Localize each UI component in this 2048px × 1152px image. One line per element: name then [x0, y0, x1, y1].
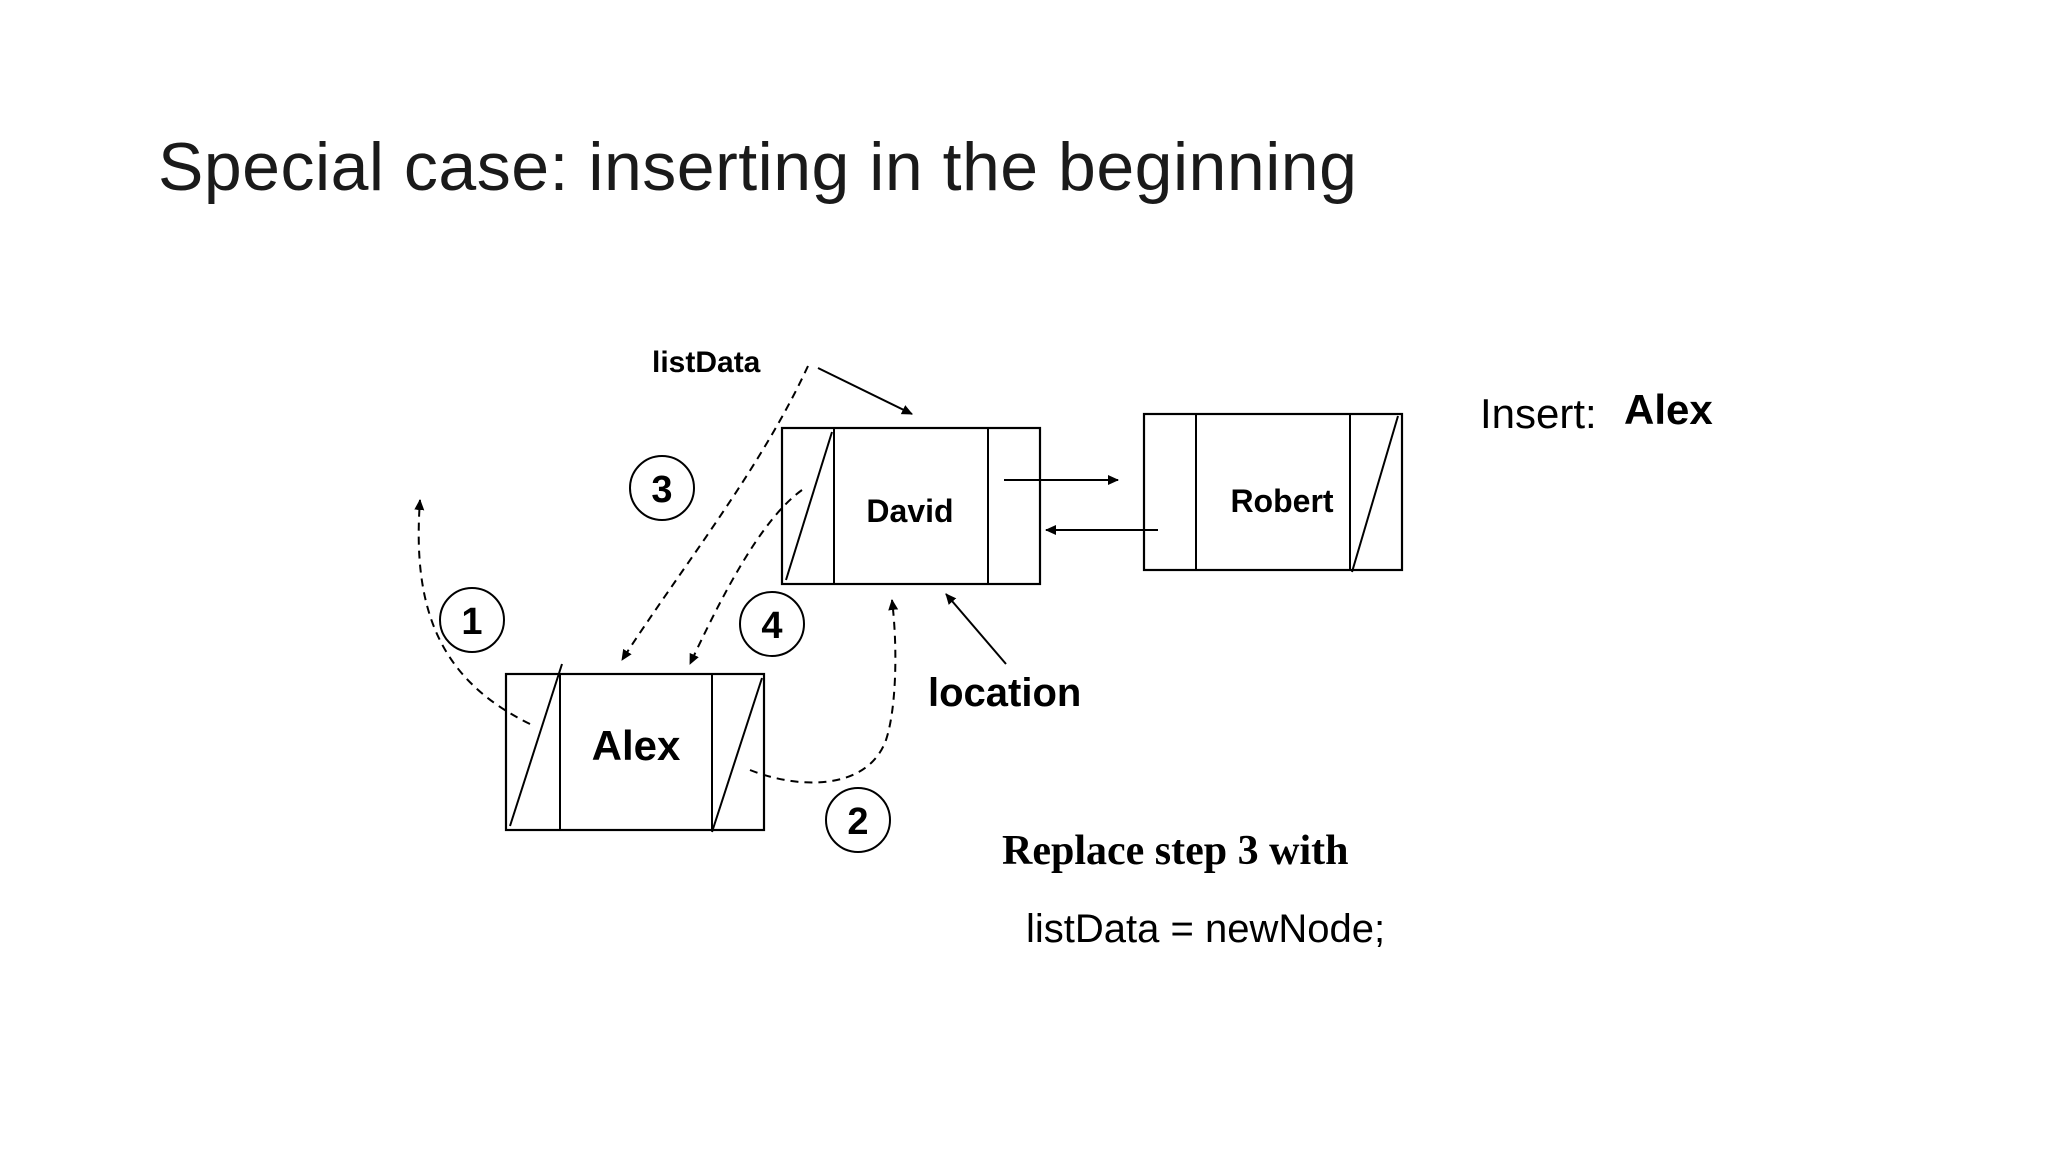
step-4-path: [689, 489, 803, 665]
location-arrow: [945, 593, 1007, 665]
node-label-robert: Robert: [1230, 483, 1333, 519]
svg-text:3: 3: [651, 469, 672, 511]
insert-label: Insert:: [1480, 390, 1597, 437]
step-2-marker: 2: [825, 787, 891, 853]
node-label-alex: Alex: [592, 722, 681, 769]
step-2-path: [749, 599, 899, 784]
page-title: Special case: inserting in the beginning: [158, 129, 1358, 205]
note-code: listData = newNode;: [1026, 907, 1385, 951]
insert-value: Alex: [1624, 386, 1713, 433]
svg-text:2: 2: [847, 801, 868, 843]
node-david: David: [780, 426, 1042, 586]
node-label-david: David: [866, 493, 953, 529]
step-4-marker: 4: [739, 591, 805, 657]
note-heading: Replace step 3 with: [1002, 828, 1348, 874]
location-label: location: [928, 671, 1081, 715]
step-3-marker: 3: [629, 455, 695, 521]
step-1-marker: 1: [439, 587, 505, 653]
svg-text:1: 1: [461, 601, 482, 643]
listdata-arrow: [817, 367, 913, 415]
svg-text:4: 4: [761, 605, 782, 647]
listdata-label: listData: [652, 346, 761, 379]
step-3-path: [621, 365, 809, 661]
node-robert: Robert: [1142, 412, 1404, 573]
node-alex: Alex: [504, 663, 766, 833]
step-1-path: [414, 499, 531, 725]
